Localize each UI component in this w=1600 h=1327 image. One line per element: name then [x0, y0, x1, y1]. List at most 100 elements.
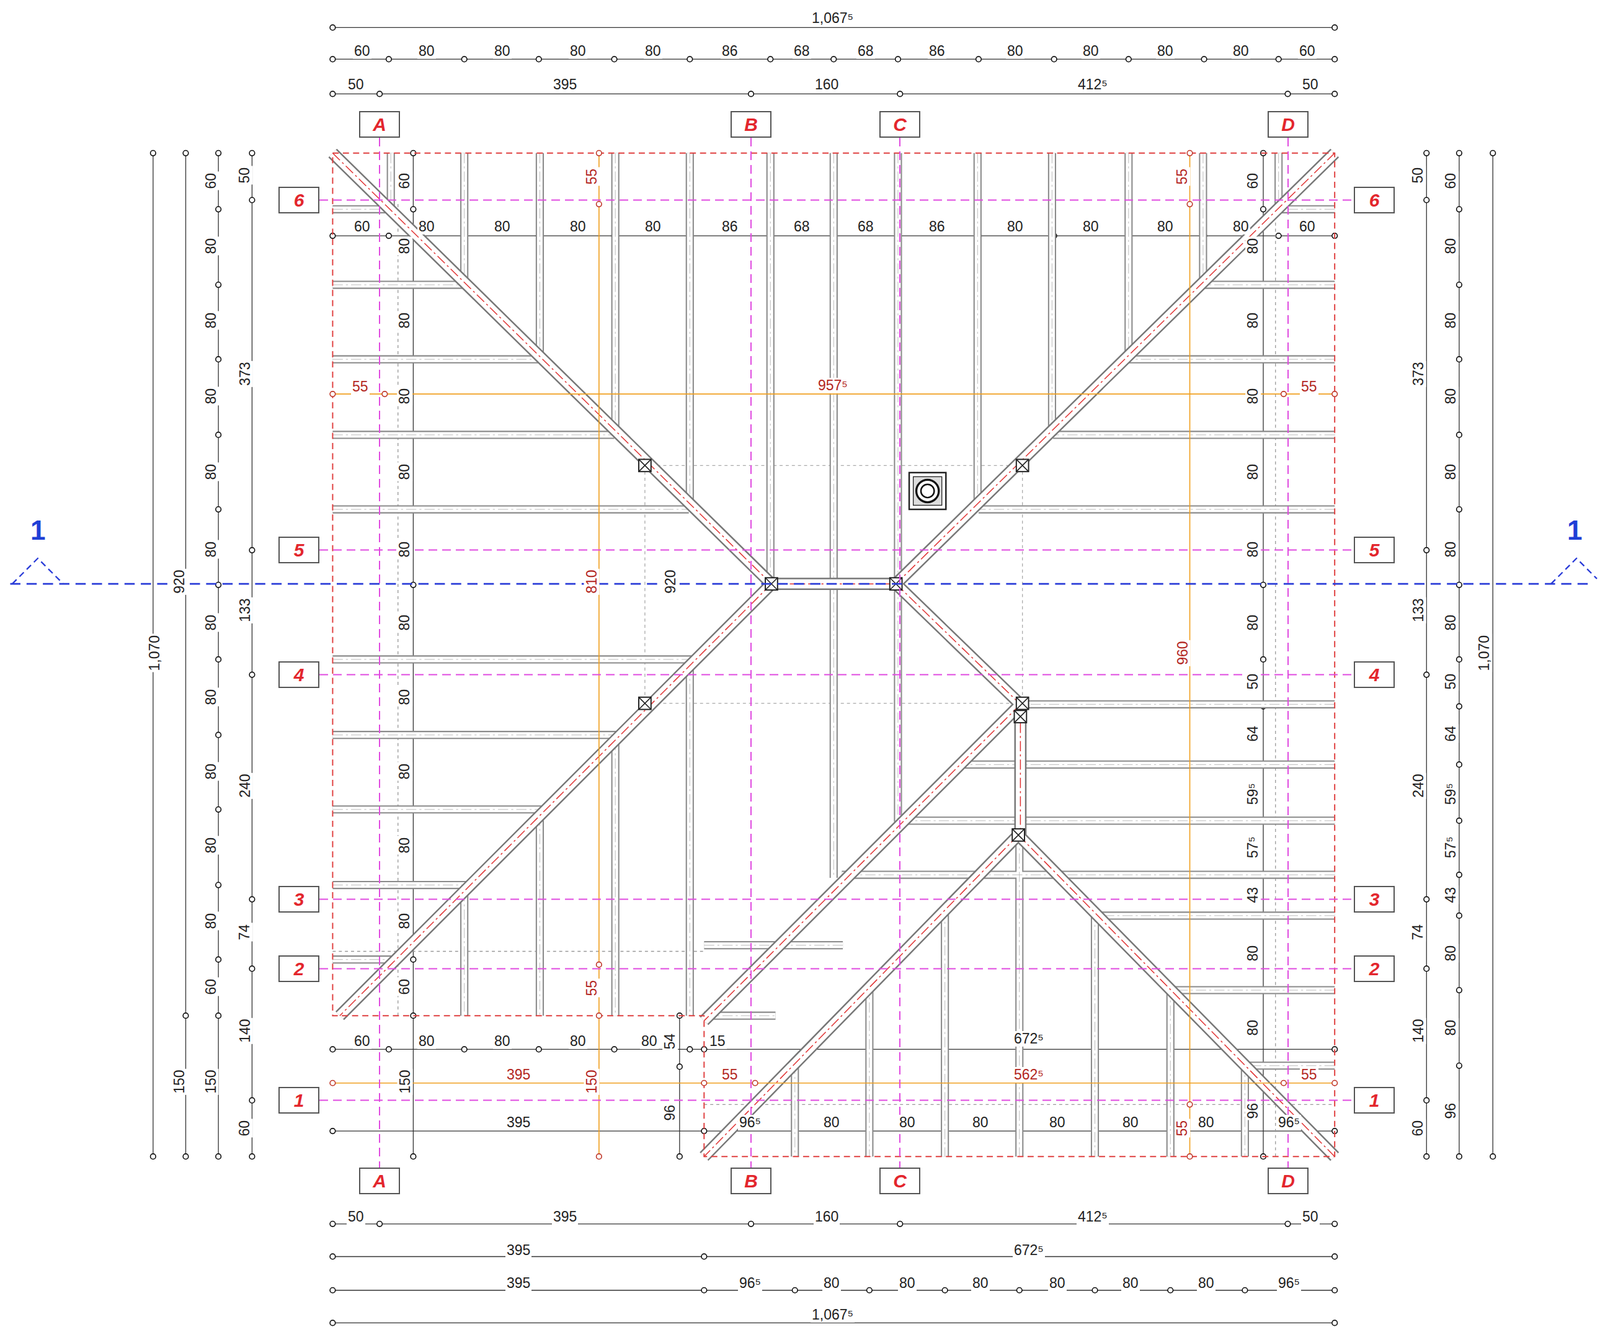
- grid-line: [899, 137, 901, 1168]
- dimension-label: 50: [346, 76, 366, 93]
- dimension-label: 80: [493, 43, 512, 59]
- grid-bubble: 6: [278, 186, 320, 214]
- dimension-label: 80: [822, 1275, 841, 1291]
- grid-line: [319, 674, 1354, 676]
- grid-label: 2: [293, 958, 305, 979]
- grid-line: [378, 137, 381, 1168]
- dimension-label: 80: [493, 218, 512, 235]
- dimension-label: 80: [493, 1033, 512, 1049]
- dimension-label: 80: [1231, 218, 1251, 235]
- dimension-label: 55: [584, 978, 600, 998]
- grid-label: B: [744, 1170, 758, 1191]
- dimension-label: 55: [351, 378, 370, 395]
- dimension-label: 80: [1245, 540, 1261, 559]
- dimension-label: 80: [203, 540, 219, 559]
- dimension-label: 140: [1410, 1017, 1427, 1044]
- dimension-label: 55: [1299, 378, 1319, 395]
- dimension-label: 1,070: [146, 633, 163, 673]
- dimension-label: 60: [352, 1033, 372, 1049]
- dimension-label: 80: [1121, 1114, 1140, 1130]
- grid-label: 2: [1369, 958, 1380, 979]
- dimension-label: 80: [203, 462, 219, 482]
- dimension-label: 80: [396, 613, 413, 632]
- dimension-label: 50: [1301, 76, 1320, 93]
- dimension-label: 80: [203, 911, 219, 931]
- dimension-label: 96: [1443, 1101, 1459, 1120]
- dimension-label: 55: [720, 1066, 740, 1083]
- dimension-label: 395: [505, 1066, 532, 1083]
- grid-bubble: B: [730, 111, 772, 138]
- dimension-label: 373: [1410, 360, 1427, 387]
- dimension-label: 810: [584, 568, 600, 595]
- grid-bubble: 3: [1353, 885, 1395, 913]
- dimension-label: 80: [396, 236, 413, 256]
- dimension-label: 55: [1174, 1118, 1191, 1138]
- dimension-label: 60: [396, 977, 413, 996]
- grid-bubble: 2: [278, 955, 320, 982]
- grid-bubble: 1: [278, 1086, 320, 1114]
- dimension-label: 920: [171, 568, 188, 595]
- dimension-label: 80: [1005, 43, 1025, 59]
- dimension-label: 68: [792, 218, 812, 235]
- dimension-label: 50: [346, 1208, 366, 1225]
- grid-label: A: [372, 1170, 387, 1191]
- dimension-label: 80: [396, 540, 413, 559]
- dimension-label: 80: [203, 386, 219, 406]
- dimension-label: 80: [643, 43, 663, 59]
- dimension-label: 80: [1443, 613, 1459, 632]
- dimension-label: 60: [236, 1118, 253, 1138]
- dimension-label: 395: [551, 76, 578, 93]
- dimension-label: 86: [720, 218, 740, 235]
- dimension-label: 920: [662, 568, 679, 595]
- dimension-label: 960: [1175, 639, 1191, 666]
- dimension-label: 60: [203, 171, 219, 191]
- grid-bubble: A: [359, 111, 400, 138]
- grid-bubble: D: [1267, 111, 1309, 138]
- grid-line: [319, 1099, 1354, 1101]
- grid-label: C: [893, 1170, 907, 1191]
- dimension-label: 80: [568, 218, 588, 235]
- dimension-label: 80: [1081, 43, 1101, 59]
- dimension-label: 55: [1299, 1066, 1319, 1083]
- dimension-label: 412⁵: [1076, 1208, 1109, 1225]
- grid-bubble: 5: [278, 536, 320, 564]
- dimension-label: 60: [1297, 218, 1317, 235]
- dimension-label: 80: [396, 762, 413, 781]
- dimension-label: 74: [1410, 922, 1426, 942]
- dimension-label: 395: [551, 1208, 578, 1225]
- dimension-label: 395: [505, 1242, 532, 1258]
- dimension-label: 50: [236, 166, 253, 185]
- grid-bubble: 3: [278, 885, 320, 913]
- dimension-label: 68: [792, 43, 812, 59]
- grid-bubble: 1: [1353, 1086, 1395, 1114]
- dimension-label: 96: [662, 1103, 678, 1122]
- dimension-label: 80: [1443, 1018, 1459, 1037]
- dimension-label: 96⁵: [1276, 1275, 1302, 1291]
- dimension-label: 80: [1245, 462, 1261, 482]
- dimension-label: 68: [856, 43, 876, 59]
- dimension-label: 80: [1048, 1275, 1067, 1291]
- dimension-label: 80: [1245, 943, 1261, 963]
- grid-label: B: [744, 114, 758, 135]
- dimension-label: 133: [237, 596, 254, 623]
- dimension-label: 96⁵: [1276, 1114, 1302, 1130]
- dimension-label: 96⁵: [737, 1275, 763, 1291]
- dimension-label: 55: [584, 167, 600, 187]
- dimension-label: 80: [822, 1114, 841, 1130]
- dimension-label: 395: [505, 1114, 532, 1130]
- dimension-label: 80: [396, 911, 413, 931]
- dimension-label: 160: [813, 1208, 840, 1225]
- dimension-label: 80: [1245, 386, 1261, 406]
- dimension-label: 80: [1245, 236, 1261, 256]
- dimension-label: 80: [1155, 43, 1175, 59]
- dimension-label: 15: [708, 1033, 727, 1049]
- dimension-label: 50: [1443, 672, 1459, 691]
- dimension-label: 80: [203, 311, 219, 330]
- grid-label: 4: [1369, 664, 1380, 685]
- grid-label: 1: [293, 1089, 305, 1111]
- dimension-label: 80: [203, 687, 219, 707]
- dimension-label: 55: [1174, 167, 1191, 187]
- dimension-label: 80: [1443, 462, 1459, 482]
- dimension-label: 80: [643, 218, 663, 235]
